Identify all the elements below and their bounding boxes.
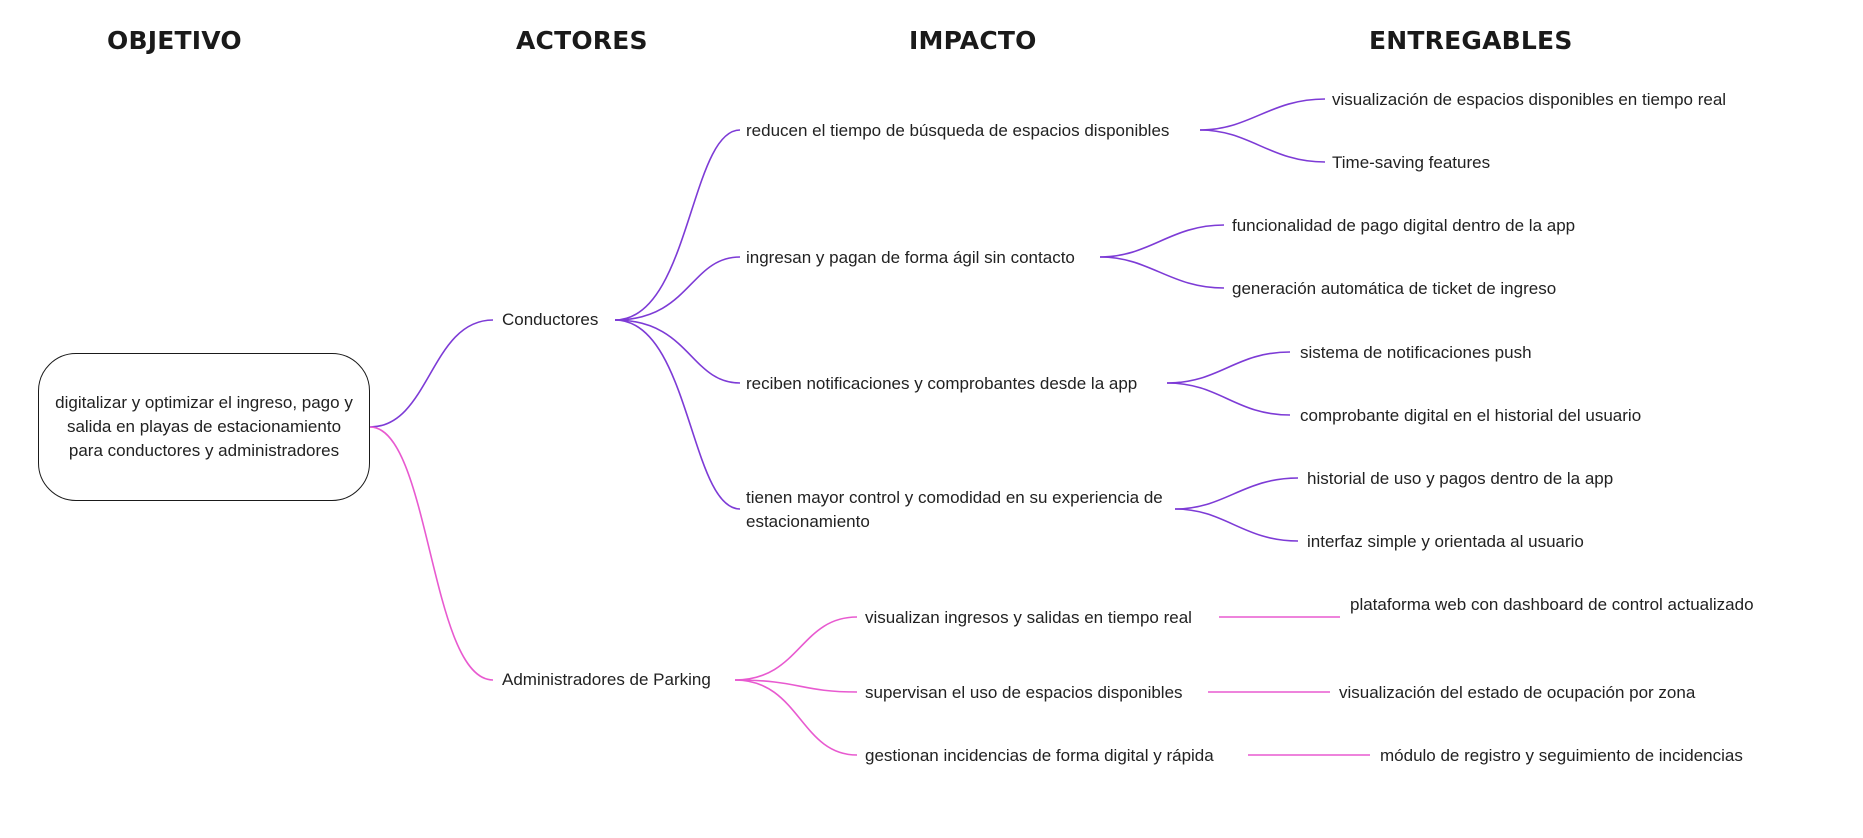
impact-administradores-2: supervisan el uso de espacios disponible… — [865, 683, 1183, 702]
deliverable-4-2: interfaz simple y orientada al usuario — [1307, 532, 1584, 551]
connector-administradores-impact-3 — [734, 679, 858, 756]
impact-conductores-1: reducen el tiempo de búsqueda de espacio… — [746, 121, 1170, 140]
deliverable-2-1: funcionalidad de pago digital dentro de … — [1232, 216, 1576, 235]
connector-root-conductores — [369, 319, 494, 428]
connector-root-administradores — [369, 426, 494, 681]
actor-conductores: Conductores — [502, 310, 599, 329]
connector-administradores-impact-2 — [734, 679, 858, 693]
impact-administradores-1: visualizan ingresos y salidas en tiempo … — [865, 608, 1192, 627]
header-actores: ACTORES — [516, 26, 648, 55]
connector-impact-3-deliverable-1 — [1166, 351, 1291, 384]
connector-conductores-impact-1 — [614, 129, 741, 321]
header-entregables: ENTREGABLES — [1369, 26, 1573, 55]
connector-impact-4-deliverable-2 — [1174, 508, 1299, 542]
deliverable-1-2: Time-saving features — [1332, 153, 1491, 172]
connector-impact-2-deliverable-1 — [1099, 224, 1225, 258]
impact-administradores-3: gestionan incidencias de forma digital y… — [865, 746, 1214, 765]
connector-conductores-impact-4 — [614, 319, 741, 510]
deliverable-3-1: sistema de notificaciones push — [1300, 343, 1532, 362]
objective-node: digitalizar y optimizar el ingreso, pago… — [38, 353, 370, 501]
connector-impact-2-deliverable-2 — [1099, 256, 1225, 289]
connector-administradores-impact-1 — [734, 616, 858, 681]
deliverable-2-2: generación automática de ticket de ingre… — [1232, 279, 1557, 298]
actor-administradores: Administradores de Parking — [502, 670, 711, 689]
deliverable-3-2: comprobante digital en el historial del … — [1300, 406, 1642, 425]
impact-conductores-2: ingresan y pagan de forma ágil sin conta… — [746, 248, 1075, 267]
connector-impact-4-deliverable-1 — [1174, 477, 1299, 510]
impact-conductores-4: tienen mayor control y comodidad en su e… — [746, 488, 1163, 531]
objective-text: digitalizar y optimizar el ingreso, pago… — [55, 393, 353, 460]
connector-conductores-impact-3 — [614, 319, 741, 384]
deliverable-admin-1: plataforma web con dashboard de control … — [1350, 595, 1754, 614]
deliverable-admin-3: módulo de registro y seguimiento de inci… — [1380, 746, 1743, 765]
connector-impact-1-deliverable-1 — [1199, 98, 1326, 131]
deliverable-4-1: historial de uso y pagos dentro de la ap… — [1307, 469, 1614, 488]
deliverable-1-1: visualización de espacios disponibles en… — [1332, 90, 1727, 109]
header-objetivo: OBJETIVO — [107, 26, 242, 55]
connector-conductores-impact-2 — [614, 256, 741, 321]
connector-impact-1-deliverable-2 — [1199, 129, 1326, 163]
impact-conductores-3: reciben notificaciones y comprobantes de… — [746, 374, 1138, 393]
deliverable-admin-2: visualización del estado de ocupación po… — [1339, 683, 1696, 702]
connector-impact-3-deliverable-2 — [1166, 382, 1291, 416]
header-impacto: IMPACTO — [909, 26, 1037, 55]
